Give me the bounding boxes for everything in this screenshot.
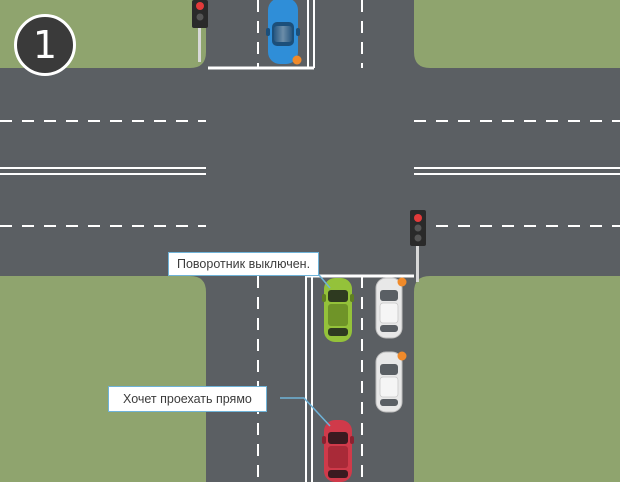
step-number: 1	[32, 23, 58, 67]
callout-leader-straight	[280, 397, 331, 427]
turn-indicator-icon	[397, 351, 407, 361]
green-car	[322, 278, 354, 342]
turn-indicator-icon	[397, 277, 407, 287]
callout-turn-signal-off-text: Поворотник выключен.	[177, 257, 311, 271]
white-car	[375, 351, 403, 413]
traffic-light-icon	[410, 210, 426, 282]
top-road-markings	[208, 0, 363, 70]
callout-turn-signal-off: Поворотник выключен.	[168, 252, 320, 276]
blue-car	[266, 0, 300, 64]
bottom-road-markings	[257, 274, 414, 482]
turn-indicator-icon	[292, 55, 302, 65]
traffic-light-icon	[192, 0, 208, 62]
white-car	[375, 277, 403, 339]
red-car	[322, 420, 354, 482]
horizontal-road-markings	[0, 120, 620, 227]
step-badge: 1	[14, 14, 76, 76]
callout-wants-straight-text: Хочет проехать прямо	[123, 392, 252, 406]
callout-wants-straight: Хочет проехать прямо	[108, 386, 267, 412]
